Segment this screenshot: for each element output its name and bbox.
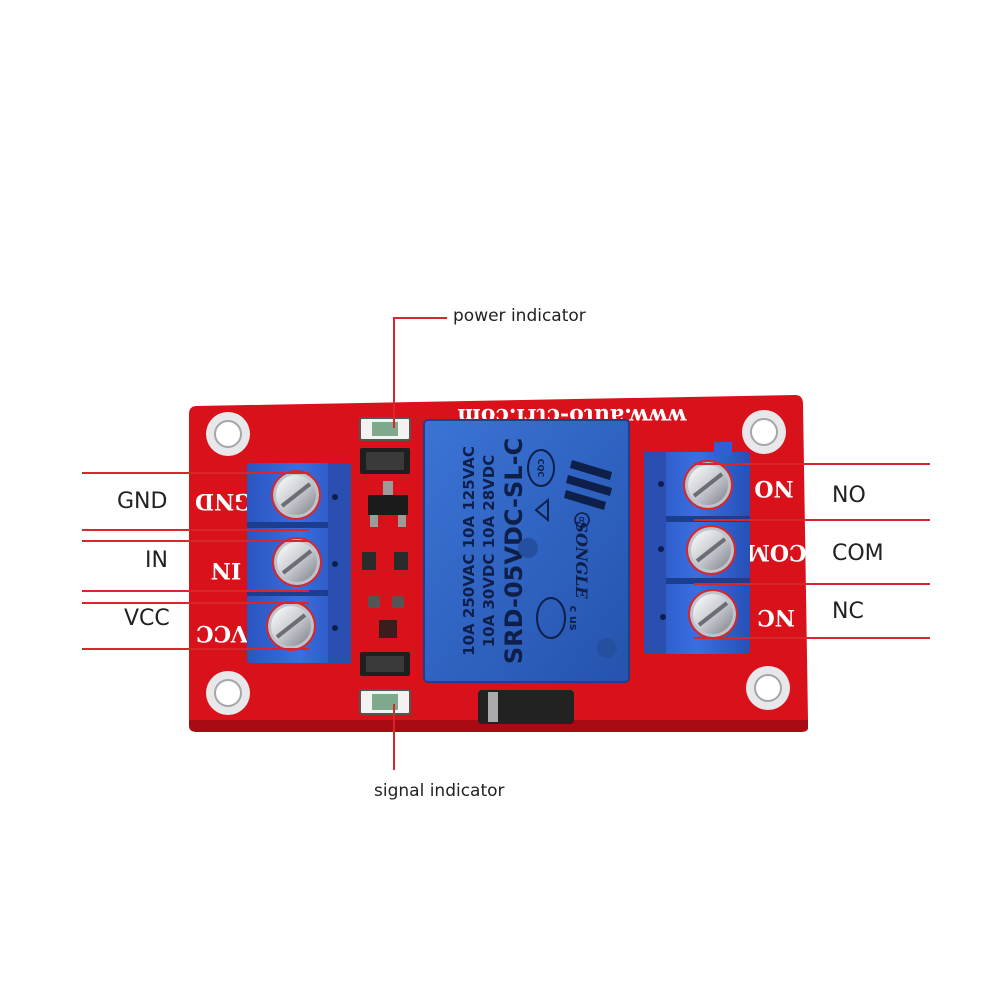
silk-label-gnd: GND [195,488,253,514]
leader-lines [82,317,930,770]
screw-vcc [268,603,314,649]
pin-label-gnd: GND [117,489,168,514]
screw-gnd [273,472,319,518]
relay-brand: SONGLE [572,521,591,599]
pin-label-vcc: VCC [124,606,170,631]
pin-label-no: NO [832,483,866,508]
mounting-hole [742,410,786,454]
relay-rating-line-2: 10A 30VDC 10A 28VDC [480,455,498,648]
svg-text:CQC: CQC [536,459,545,478]
silk-label-in: IN [211,557,241,583]
ul-mark-icon: c us [536,597,580,639]
silk-label-vcc: VCC [196,620,249,646]
screw-com [688,527,734,573]
svg-text:R: R [579,516,586,527]
relay: 10A 250VAC 10A 125VAC 10A 30VDC 10A 28VD… [423,419,630,683]
screw-no [685,462,731,508]
power-indicator-label: power indicator [453,306,586,326]
transistor [368,495,408,515]
flyback-diode [478,690,574,724]
screw-nc [690,591,736,637]
pin-label-in: IN [145,548,168,573]
signal-indicator-label: signal indicator [374,781,505,801]
pin-label-com: COM [832,541,884,566]
screw-in [274,539,320,585]
smd-components [359,417,411,715]
mounting-holes [206,410,790,715]
screw-highlights [266,460,738,651]
cqc-mark-icon: CQC [527,449,555,523]
songle-logo-icon [564,460,612,510]
pin-label-nc: NC [832,599,864,624]
silk-label-no: NO [754,475,793,501]
mounting-hole [206,671,250,715]
mounting-hole [746,666,790,710]
silk-label-com: COM [745,539,806,565]
mounting-hole [206,412,250,456]
silk-label-nc: NC [757,604,795,630]
leader-power-indicator [393,317,447,428]
relay-rating-line-1: 10A 250VAC 10A 125VAC [460,446,478,656]
svg-text:c us: c us [567,606,580,631]
